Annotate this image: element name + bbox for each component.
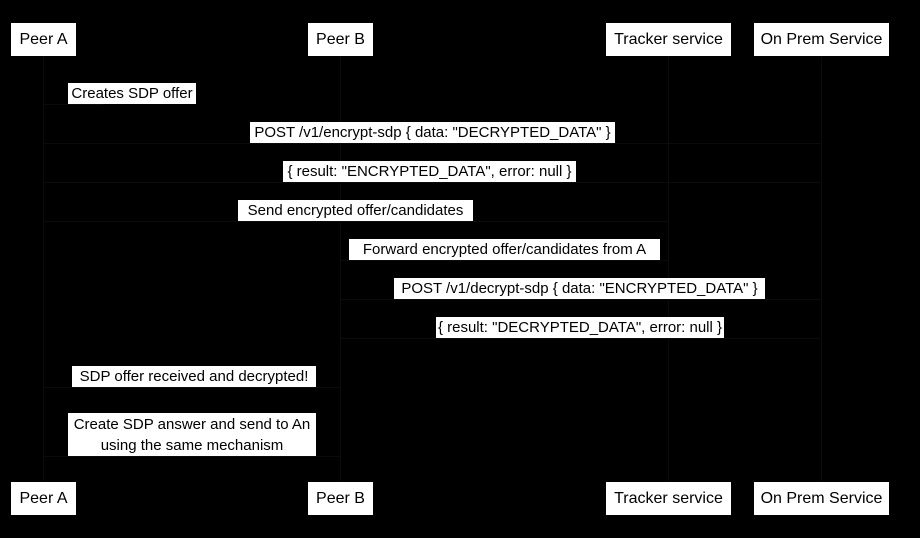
message-line-sdp-offer-received bbox=[43, 387, 340, 388]
message-line-create-sdp-answer bbox=[43, 456, 340, 457]
participant-bottom-peer-a[interactable]: Peer A bbox=[10, 481, 77, 516]
message-label-creates-sdp-offer: Creates SDP offer bbox=[68, 83, 196, 104]
lifeline-peer-a bbox=[43, 57, 44, 481]
message-line-send-encrypted-offer bbox=[43, 221, 668, 222]
lifeline-on-prem-service bbox=[821, 57, 822, 481]
message-line-encrypt-sdp-result bbox=[43, 182, 821, 183]
message-line-forward-encrypted-offer bbox=[340, 260, 668, 261]
message-line-post-decrypt-sdp bbox=[340, 299, 821, 300]
participant-bottom-peer-b[interactable]: Peer B bbox=[307, 481, 374, 516]
message-line-post-encrypt-sdp bbox=[43, 143, 821, 144]
lifeline-tracker-service bbox=[668, 57, 669, 481]
message-label-sdp-offer-received: SDP offer received and decrypted! bbox=[72, 366, 316, 387]
message-label-decrypt-sdp-result: { result: "DECRYPTED_DATA", error: null … bbox=[436, 317, 724, 338]
message-label-create-sdp-answer: Create SDP answer and send to An using t… bbox=[68, 413, 316, 456]
participant-bottom-tracker-service[interactable]: Tracker service bbox=[605, 481, 732, 516]
message-line-creates-sdp-offer bbox=[43, 104, 103, 105]
participant-top-peer-a[interactable]: Peer A bbox=[10, 22, 77, 57]
message-line-decrypt-sdp-result bbox=[340, 338, 821, 339]
participant-bottom-on-prem-service[interactable]: On Prem Service bbox=[753, 481, 890, 516]
participant-top-tracker-service[interactable]: Tracker service bbox=[605, 22, 732, 57]
message-label-send-encrypted-offer: Send encrypted offer/candidates bbox=[238, 200, 473, 221]
participant-top-peer-b[interactable]: Peer B bbox=[307, 22, 374, 57]
message-label-post-decrypt-sdp: POST /v1/decrypt-sdp { data: "ENCRYPTED_… bbox=[394, 278, 765, 299]
participant-top-on-prem-service[interactable]: On Prem Service bbox=[753, 22, 890, 57]
message-label-post-encrypt-sdp: POST /v1/encrypt-sdp { data: "DECRYPTED_… bbox=[250, 122, 615, 143]
lifeline-peer-b bbox=[340, 57, 341, 481]
message-label-encrypt-sdp-result: { result: "ENCRYPTED_DATA", error: null … bbox=[283, 161, 576, 182]
message-label-forward-encrypted-offer: Forward encrypted offer/candidates from … bbox=[349, 239, 660, 260]
